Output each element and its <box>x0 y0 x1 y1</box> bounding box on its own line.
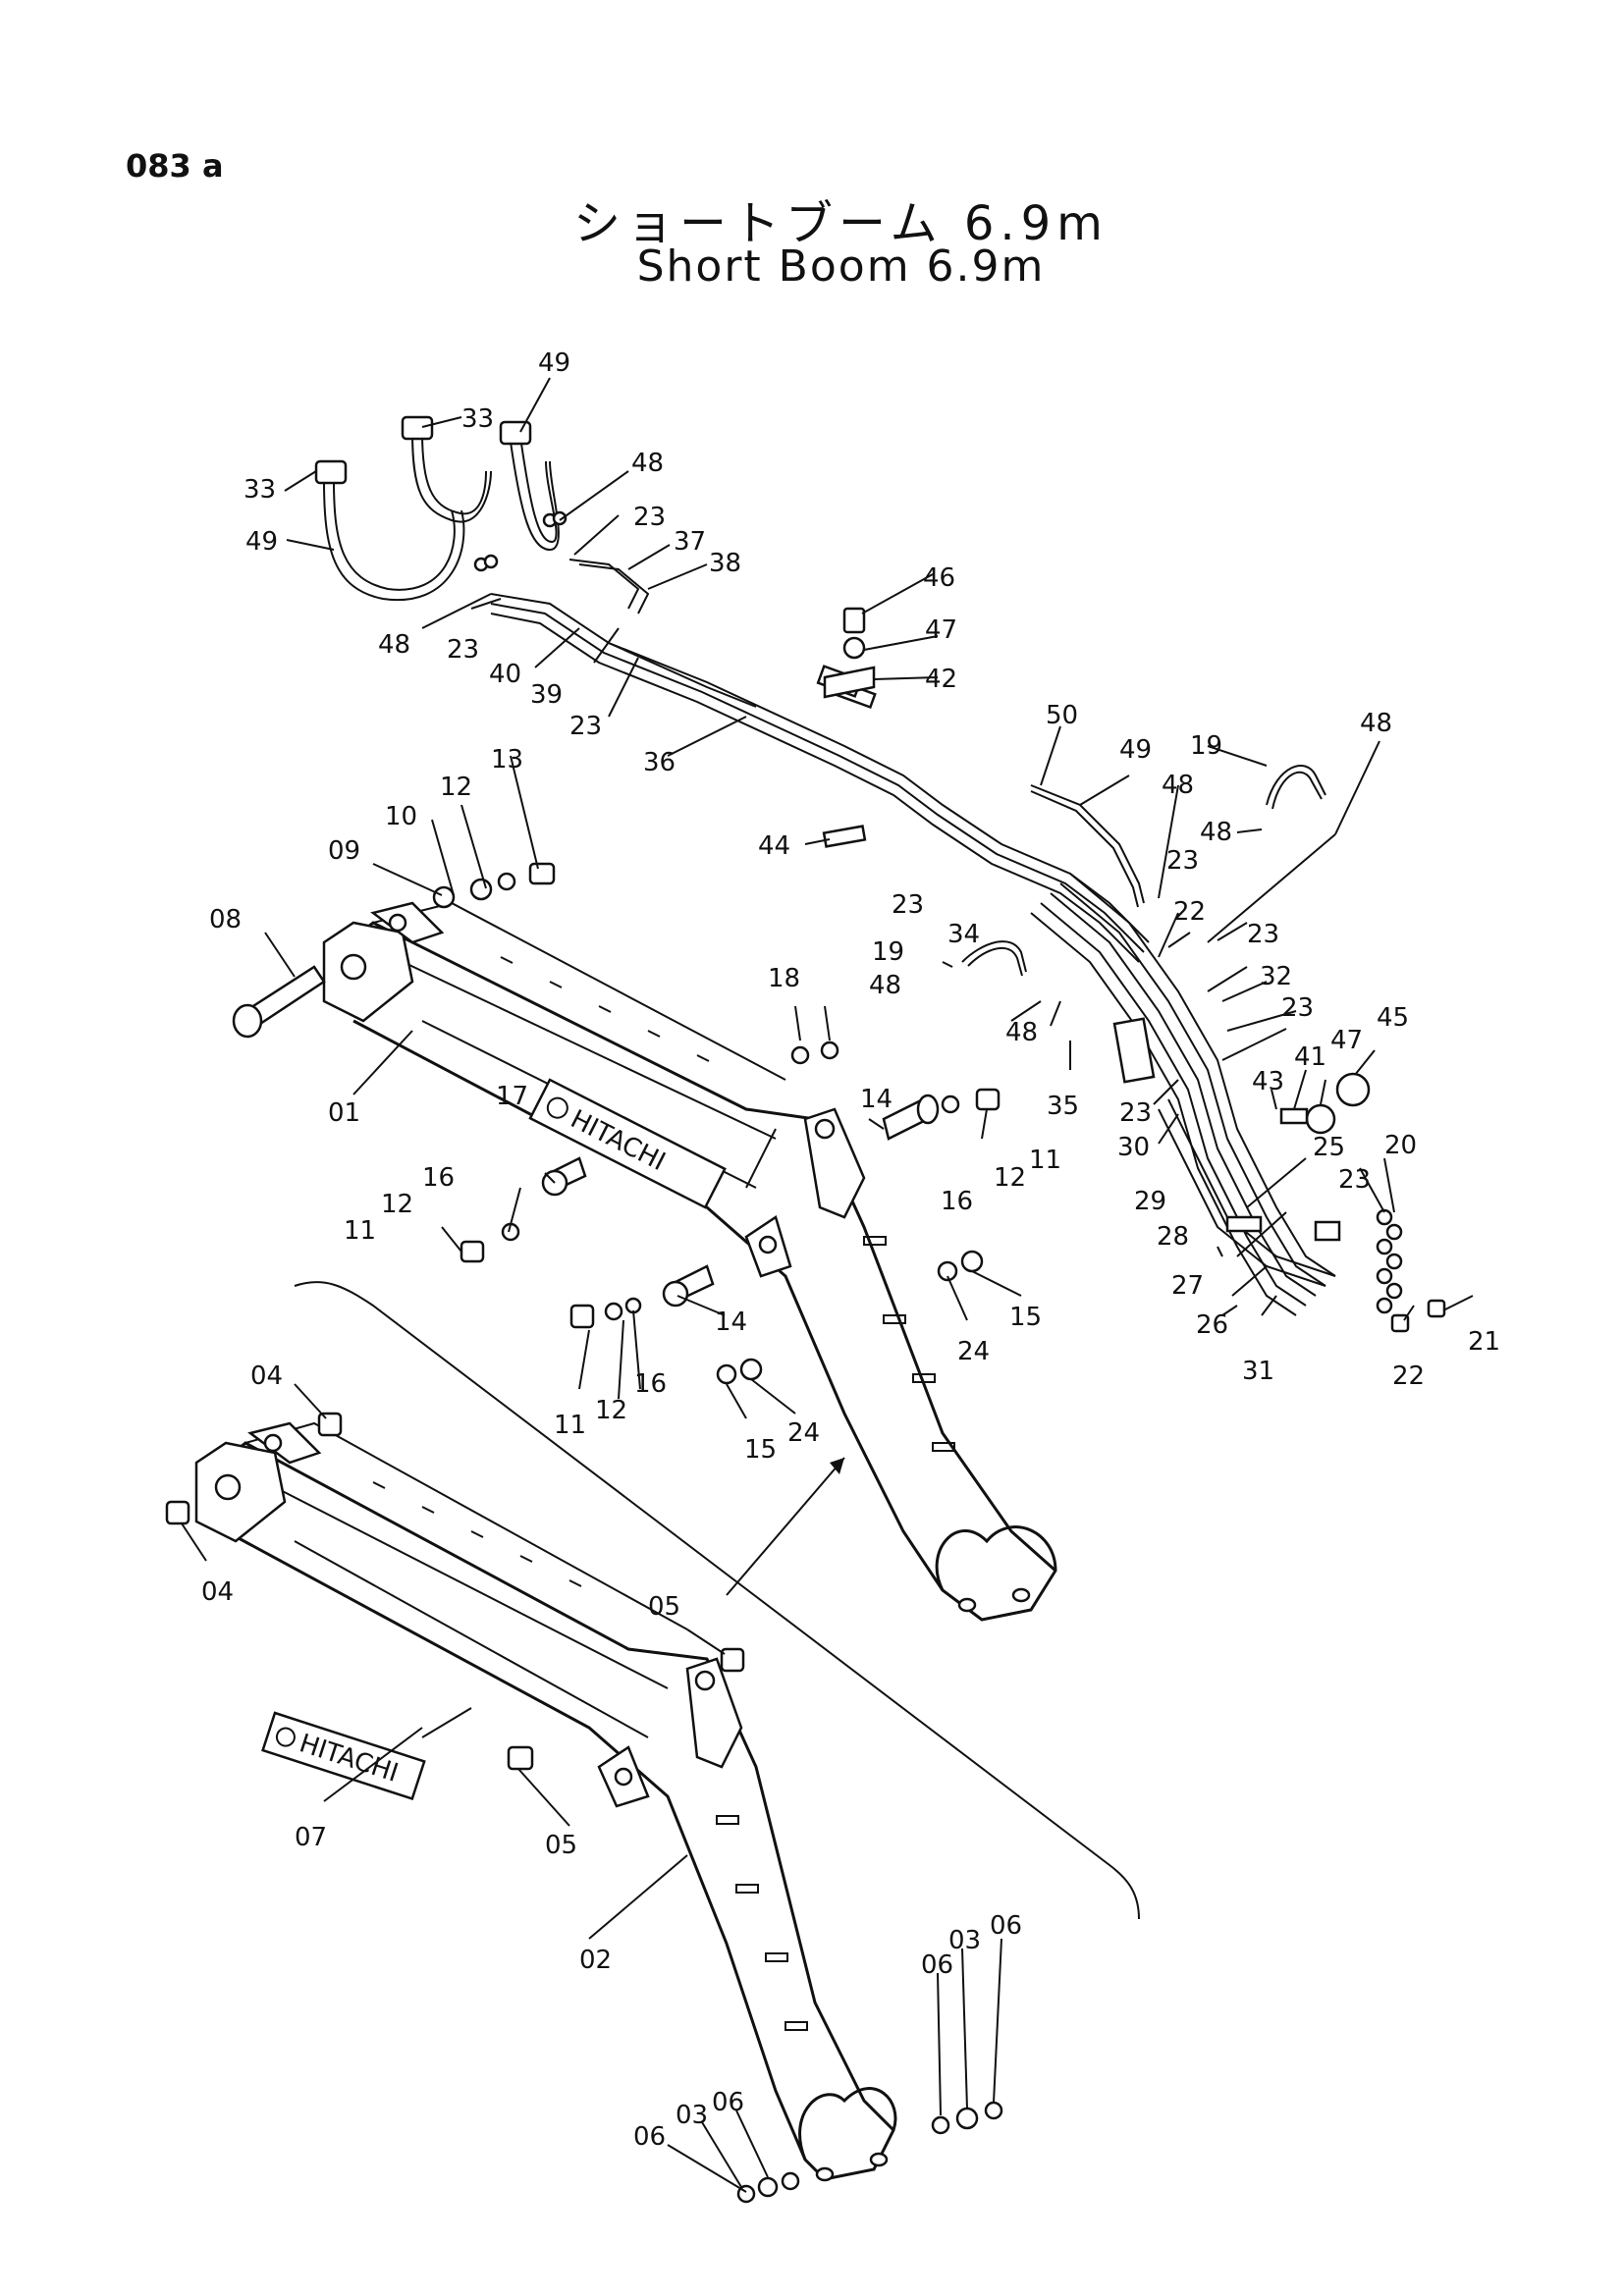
callout-10: 10 <box>385 802 417 831</box>
callout-22: 22 <box>1392 1362 1425 1391</box>
callout-31: 31 <box>1242 1357 1274 1386</box>
callout-48: 48 <box>1005 1018 1038 1047</box>
callout-23: 23 <box>633 503 666 532</box>
page-code: 083 a <box>126 147 224 185</box>
callout-20: 20 <box>1384 1131 1417 1160</box>
callout-23: 23 <box>1338 1165 1371 1195</box>
callout-45: 45 <box>1377 1003 1409 1033</box>
boom-assembly-01: HITACHI <box>322 901 1057 1622</box>
callout-43: 43 <box>1252 1067 1284 1096</box>
callout-50: 50 <box>1046 701 1078 730</box>
callout-48: 48 <box>378 630 410 660</box>
callout-30: 30 <box>1117 1133 1150 1162</box>
pins-and-bolts <box>165 862 1446 2204</box>
callout-07: 07 <box>295 1823 327 1852</box>
callout-17: 17 <box>496 1082 528 1111</box>
callout-23: 23 <box>569 712 602 741</box>
callout-05: 05 <box>545 1831 577 1860</box>
callout-49: 49 <box>538 348 570 378</box>
callout-37: 37 <box>674 527 706 557</box>
callout-15: 15 <box>1009 1303 1042 1332</box>
callout-35: 35 <box>1047 1092 1079 1121</box>
callout-48: 48 <box>1162 771 1194 800</box>
callout-06: 06 <box>633 2122 666 2152</box>
callout-19: 19 <box>872 937 904 967</box>
callout-34: 34 <box>947 920 980 949</box>
callout-16: 16 <box>634 1369 667 1399</box>
title-english: Short Boom 6.9m <box>636 241 1046 292</box>
callout-33: 33 <box>243 475 276 505</box>
callout-18: 18 <box>768 964 800 993</box>
callout-28: 28 <box>1157 1222 1189 1252</box>
callout-01: 01 <box>328 1098 360 1128</box>
callout-06: 06 <box>990 1911 1022 1941</box>
callout-23: 23 <box>1119 1098 1152 1128</box>
callout-48: 48 <box>1200 818 1232 847</box>
callout-42: 42 <box>925 665 957 694</box>
callout-16: 16 <box>941 1187 973 1216</box>
leader-lines <box>181 377 1474 2193</box>
callout-29: 29 <box>1134 1187 1166 1216</box>
hose-assembly <box>314 415 568 602</box>
title-japanese: ショートブーム 6.9m <box>573 196 1109 251</box>
callout-33: 33 <box>461 404 494 434</box>
callout-48: 48 <box>869 971 901 1000</box>
callout-12: 12 <box>381 1190 413 1219</box>
callout-21: 21 <box>1468 1327 1500 1357</box>
callout-06: 06 <box>921 1950 953 1980</box>
callout-49: 49 <box>1119 735 1152 765</box>
callout-39: 39 <box>530 680 563 710</box>
callout-47: 47 <box>1330 1026 1363 1055</box>
callout-03: 03 <box>676 2101 708 2130</box>
callout-23: 23 <box>1281 993 1314 1023</box>
callout-16: 16 <box>422 1163 455 1193</box>
callout-09: 09 <box>328 836 360 866</box>
callout-22: 22 <box>1173 897 1206 927</box>
callout-19: 19 <box>1190 731 1222 761</box>
callout-23: 23 <box>447 635 479 665</box>
callout-25: 25 <box>1313 1133 1345 1162</box>
callout-24: 24 <box>957 1337 990 1366</box>
callout-27: 27 <box>1171 1271 1204 1301</box>
callout-14: 14 <box>715 1308 747 1337</box>
callout-03: 03 <box>948 1926 981 1955</box>
callout-36: 36 <box>643 748 676 777</box>
callout-26: 26 <box>1196 1310 1228 1340</box>
reference-arrow <box>726 1457 845 1596</box>
callout-04: 04 <box>250 1362 283 1391</box>
callout-24: 24 <box>787 1418 820 1448</box>
callout-41: 41 <box>1294 1042 1326 1072</box>
callout-12: 12 <box>595 1396 627 1425</box>
callout-15: 15 <box>744 1435 777 1465</box>
callout-02: 02 <box>579 1946 612 1975</box>
callout-11: 11 <box>554 1411 586 1440</box>
callout-08: 08 <box>209 905 242 934</box>
callout-23: 23 <box>1166 846 1199 876</box>
callout-05: 05 <box>648 1592 680 1622</box>
callout-12: 12 <box>440 773 472 802</box>
callout-44: 44 <box>758 831 790 861</box>
callout-04: 04 <box>201 1577 234 1607</box>
callout-32: 32 <box>1260 962 1292 991</box>
callout-11: 11 <box>1029 1146 1061 1175</box>
callout-47: 47 <box>925 615 957 645</box>
divider-curve <box>294 1281 1140 1920</box>
callout-14: 14 <box>860 1085 893 1114</box>
callout-48: 48 <box>1360 709 1392 738</box>
callout-13: 13 <box>491 745 523 774</box>
callout-12: 12 <box>994 1163 1026 1193</box>
callout-23: 23 <box>1247 920 1279 949</box>
callout-49: 49 <box>245 527 278 557</box>
callout-38: 38 <box>709 549 741 578</box>
callout-40: 40 <box>489 660 521 689</box>
callout-23: 23 <box>892 890 924 920</box>
callout-11: 11 <box>344 1216 376 1246</box>
pipe-bundle <box>490 559 1403 1316</box>
callout-48: 48 <box>631 449 664 478</box>
callout-labels: 49 33 33 48 49 23 37 38 48 23 40 39 23 4… <box>201 348 1500 2152</box>
boom-assembly-02 <box>194 1421 897 2182</box>
callout-06: 06 <box>712 2088 744 2117</box>
callout-46: 46 <box>923 563 955 593</box>
